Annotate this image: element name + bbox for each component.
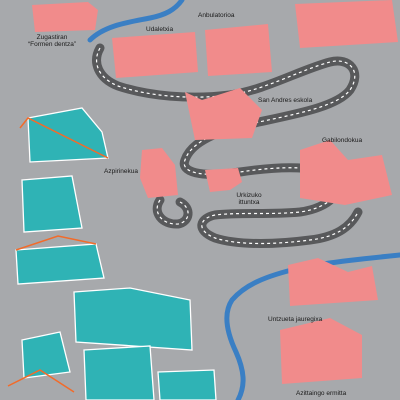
label-gabilondo: Gabilondokua [322,137,363,144]
label-zugastiran: Zugastiran “Formen dentza” [28,34,76,49]
building-untzueta [288,258,378,306]
building-azitain [280,318,362,384]
illustration-2 [21,175,83,233]
river-north [87,0,185,43]
building-zugastiran [32,2,98,32]
building-gabilondo [300,140,392,205]
label-line: ittuntxa [238,199,260,207]
illustration-group [7,107,217,400]
label-line: Zugastiran [36,34,68,41]
building-top-right [295,0,398,48]
building-san-andres [185,88,262,140]
label-anbulatorioa: Anbulatorioa [198,12,235,19]
illustration-4 [73,287,193,351]
label-azitain: Azittaingo ermitta [296,390,347,397]
illustration-3 [15,243,105,285]
label-san-andres: San Andres eskola [258,97,313,104]
building-urkizuko [205,168,242,192]
illustration-6 [83,345,155,400]
illustration-1 [27,107,109,163]
river-south [224,252,400,400]
building-udaletxia [112,32,198,78]
label-udaletxia: Udaletxia [146,26,174,33]
label-line: “Formen dentza” [27,41,77,49]
illustration-5 [21,331,71,379]
illustration-7 [157,369,217,400]
label-untzueta: Untzueta jauregixa [268,316,323,323]
building-anbulatorioa [205,24,272,76]
label-azpirinekua: Azpirinekua [104,168,138,175]
label-line: Urkizuko [236,192,262,199]
label-urkizuko: Urkizuko ittuntxa [236,192,261,207]
building-azpirinekua [140,148,178,198]
